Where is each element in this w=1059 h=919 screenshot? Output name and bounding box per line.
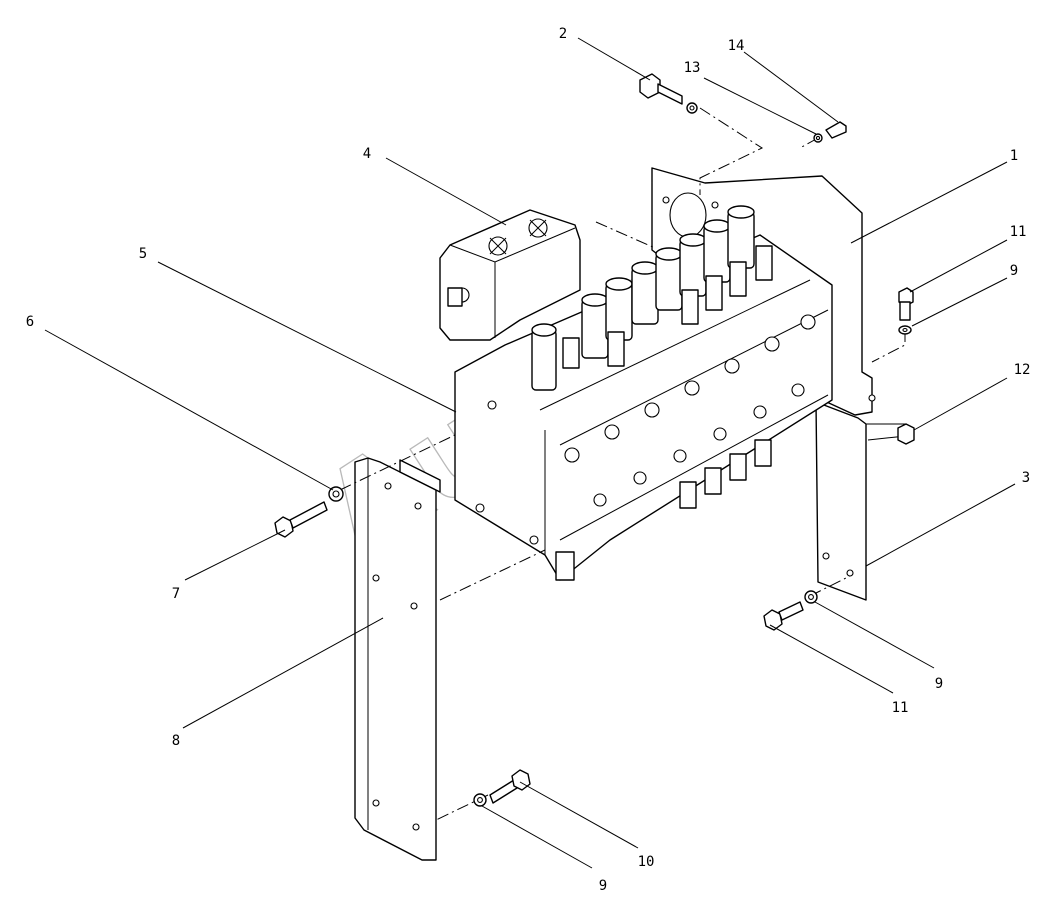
callout-3: 3 — [1022, 470, 1030, 486]
callout-9-bottom: 9 — [599, 878, 607, 894]
callout-6: 6 — [26, 314, 34, 330]
callout-13: 13 — [684, 60, 701, 76]
part-7-bolt — [274, 501, 328, 538]
valve-ports — [564, 314, 816, 507]
callout-1: 1 — [1010, 148, 1018, 164]
callout-labels: 2 14 13 4 1 5 11 9 6 12 3 7 9 11 8 10 9 — [26, 26, 1031, 894]
callout-2: 2 — [559, 26, 567, 42]
part-6-washer — [328, 486, 344, 502]
part-9-washer-lower — [804, 590, 818, 604]
part-2-washer — [686, 102, 698, 114]
part-8-plate — [354, 457, 441, 861]
callout-7: 7 — [172, 586, 180, 602]
callout-9-lower: 9 — [935, 676, 943, 692]
part-13-washer — [813, 133, 823, 143]
part-11-bolt-upper — [898, 287, 914, 321]
part-9-washer-upper — [898, 325, 912, 335]
callout-11-lower: 11 — [892, 700, 909, 716]
callout-12: 12 — [1014, 362, 1031, 378]
callout-9-upper: 9 — [1010, 263, 1018, 279]
callout-4: 4 — [363, 146, 371, 162]
part-5-valve-body — [454, 234, 833, 581]
callout-11-upper: 11 — [1010, 224, 1027, 240]
part-11-bolt-lower — [763, 601, 804, 631]
part-12-nut — [897, 423, 915, 445]
leader-lines — [44, 37, 1016, 869]
valve-top-caps — [531, 205, 773, 391]
callout-10: 10 — [638, 854, 655, 870]
part-14-screw — [825, 121, 847, 139]
callout-5: 5 — [139, 246, 147, 262]
part-9-washer-bottom — [473, 793, 487, 807]
part-3-bracket — [815, 401, 907, 601]
valve-lower-fittings — [555, 439, 772, 581]
callout-8: 8 — [172, 733, 180, 749]
callout-14: 14 — [728, 38, 745, 54]
part-2-bolt — [639, 73, 683, 105]
part-4-motor — [439, 209, 581, 341]
part-10-bolt — [489, 769, 531, 804]
